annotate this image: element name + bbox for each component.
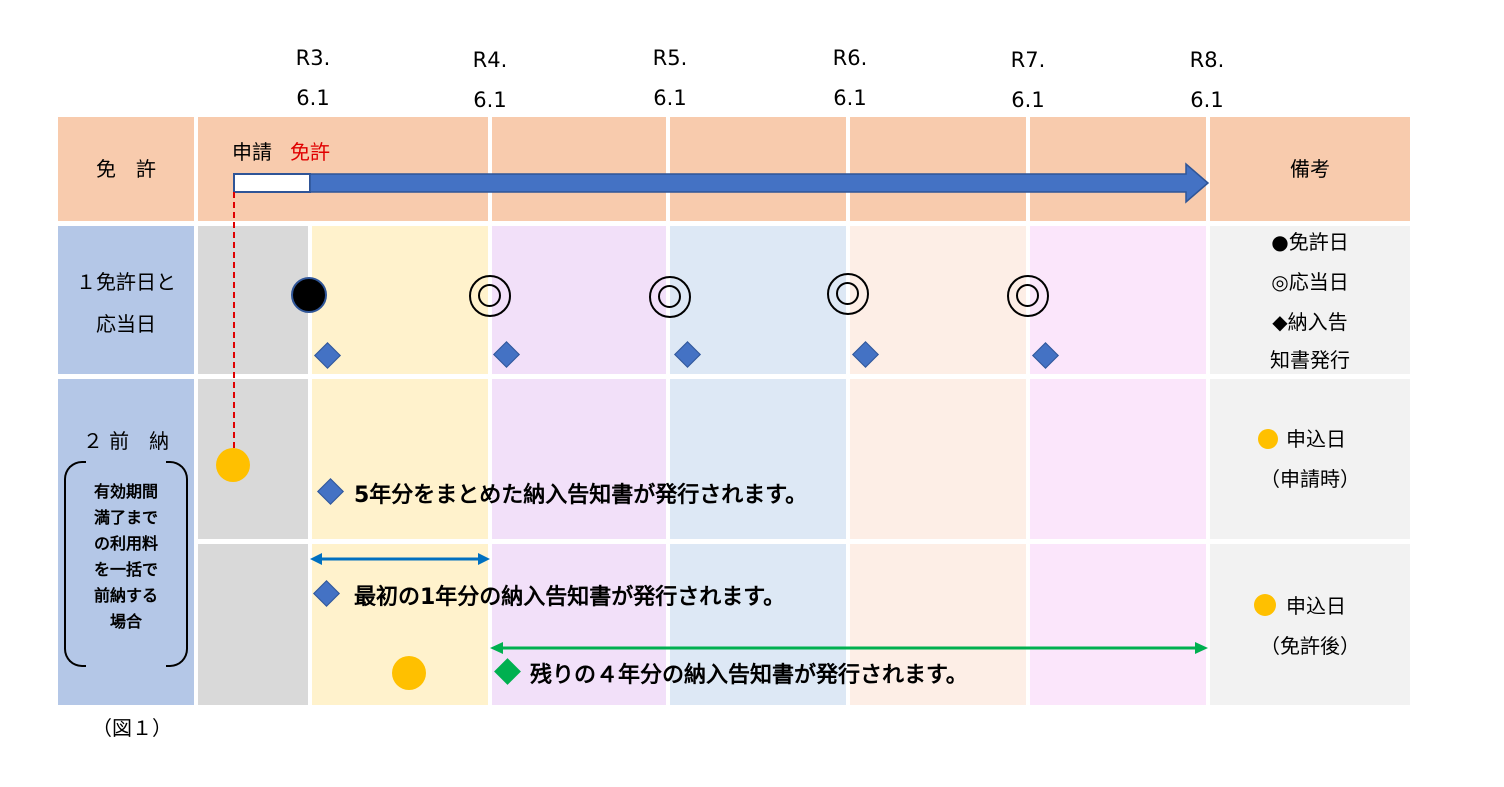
anniversary-label-2: 応当日 xyxy=(96,312,156,336)
anniversary-double-circle-icon xyxy=(469,275,511,317)
apply-label: 申請 xyxy=(232,140,272,164)
license-period-arrow xyxy=(309,162,1210,204)
desc-line: 場合 xyxy=(109,612,142,631)
date-era: R6. xyxy=(832,46,868,70)
year3-cell-r3 xyxy=(670,379,846,539)
case2-legend-apply: 申込日 xyxy=(1286,594,1346,618)
year3-cell-r4 xyxy=(670,544,846,705)
application-period-box xyxy=(233,173,311,193)
grey-cell-r2 xyxy=(198,226,308,374)
first-year-span-head-left xyxy=(310,553,322,565)
apply-day-dot-icon xyxy=(392,656,426,690)
anniversary-legend-cell: ●免許日 ◎応当日 ◆納入告 知書発行 xyxy=(1210,226,1410,374)
case2-message-first: 最初の1年分の納入告知書が発行されます。 xyxy=(354,585,786,610)
first-year-span-head-right xyxy=(478,553,490,565)
apply-day-dot-icon xyxy=(1254,594,1276,616)
anniversary-double-circle-icon xyxy=(649,276,691,318)
desc-line: 前納する xyxy=(93,586,158,605)
license-day-black-circle-icon xyxy=(291,277,327,313)
remarks-header: 備考 xyxy=(1290,157,1330,181)
desc-line: を一括で xyxy=(93,560,158,579)
license-cell-2 xyxy=(492,117,666,221)
date-day: 6.1 xyxy=(833,86,867,110)
desc-line: 有効期間 xyxy=(93,482,158,501)
license-cell-3 xyxy=(670,117,846,221)
year1-cell-r3 xyxy=(312,379,488,539)
year2-cell-r2 xyxy=(492,226,666,374)
date-day: 6.1 xyxy=(1190,88,1224,112)
license-cell-5 xyxy=(1030,117,1206,221)
date-day: 6.1 xyxy=(653,86,687,110)
legend-license-day: ●免許日 xyxy=(1271,230,1349,254)
license-label: 免 許 xyxy=(96,157,156,181)
year5-cell-r3 xyxy=(1030,379,1206,539)
license-cell-1 xyxy=(198,117,488,221)
anniversary-label-cell: １免許日と 応当日 xyxy=(58,226,194,374)
date-day: 6.1 xyxy=(473,88,507,112)
legend-anniversary-day: ◎応当日 xyxy=(1271,270,1349,294)
date-era: R5. xyxy=(652,46,688,70)
legend-notice-issue-2: 知書発行 xyxy=(1270,348,1350,372)
case1-message: 5年分をまとめた納入告知書が発行されます。 xyxy=(354,483,808,508)
year4-cell-r4 xyxy=(850,544,1026,705)
granted-label: 免許 xyxy=(290,140,330,164)
date-day: 6.1 xyxy=(296,86,330,110)
apply-day-dot-icon xyxy=(216,448,250,482)
year3-cell-r2 xyxy=(670,226,846,374)
anniversary-double-circle-icon xyxy=(827,273,869,315)
license-label-cell: 免 許 xyxy=(58,117,194,221)
year4-cell-r3 xyxy=(850,379,1026,539)
date-day: 6.1 xyxy=(1011,88,1045,112)
date-era: R8. xyxy=(1189,48,1225,72)
case1-legend-cell: 申込日 （申請時） xyxy=(1210,379,1410,539)
grey-cell-r4 xyxy=(198,544,308,705)
case2-legend-cell: 申込日 （免許後） xyxy=(1210,544,1410,705)
remarks-header-cell: 備考 xyxy=(1210,117,1410,221)
year5-cell-r4 xyxy=(1030,544,1206,705)
case1-legend-apply: 申込日 xyxy=(1286,427,1346,451)
legend-notice-issue: ◆納入告 xyxy=(1272,310,1348,334)
year2-cell-r3 xyxy=(492,379,666,539)
figure-caption: （図１） xyxy=(92,716,172,740)
desc-line: の利用料 xyxy=(93,534,158,553)
license-cell-4 xyxy=(850,117,1026,221)
case1-legend-when: （申請時） xyxy=(1260,467,1360,491)
prepay-label-cell: ２ 前 納 有効期間 満了まで の利用料 を一括で 前納する 場合 xyxy=(58,379,194,705)
date-era: R7. xyxy=(1010,48,1046,72)
remaining-span-head-left xyxy=(490,642,503,654)
case2-message-rest: 残りの４年分の納入告知書が発行されます。 xyxy=(530,663,968,688)
anniversary-double-circle-icon xyxy=(1007,275,1049,317)
case2-legend-when: （免許後） xyxy=(1260,634,1360,658)
desc-line: 満了まで xyxy=(93,508,158,527)
apply-day-dot-icon xyxy=(1258,429,1278,449)
date-era: R3. xyxy=(295,46,331,70)
year4-cell-r2 xyxy=(850,226,1026,374)
year5-cell-r2 xyxy=(1030,226,1206,374)
prepay-description: 有効期間 満了まで の利用料 を一括で 前納する 場合 xyxy=(80,479,172,635)
prepay-label: ２ 前 納 xyxy=(82,429,170,453)
year2-cell-r4 xyxy=(492,544,666,705)
remaining-span-head-right xyxy=(1195,642,1208,654)
date-era: R4. xyxy=(472,48,508,72)
anniversary-label-1: １免許日と xyxy=(76,270,176,294)
year1-cell-r2 xyxy=(312,226,488,374)
